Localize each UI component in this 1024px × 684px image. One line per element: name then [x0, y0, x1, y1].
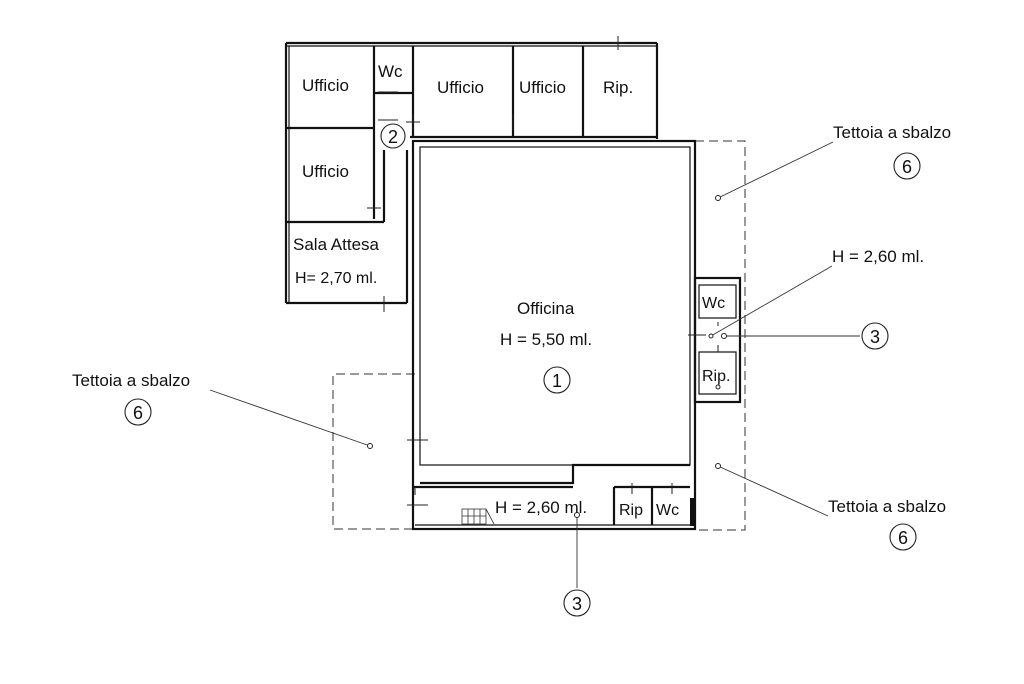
door-ticks [367, 36, 719, 506]
marker-6-top-right: 6 [893, 152, 921, 180]
room-label-officina: Officina [517, 299, 575, 318]
leaders [209, 141, 860, 588]
annotation-tettoia-bottom-right: Tettoia a sbalzo [828, 497, 946, 516]
marker-3-bottom-label: 3 [572, 594, 582, 614]
marker-6-left: 6 [124, 398, 152, 426]
room-label-rip-top: Rip. [603, 78, 633, 97]
marker-3-bottom: 3 [563, 589, 591, 617]
room-label-rip-right: Rip. [702, 368, 730, 385]
room-label-wc-right: Wc [702, 295, 725, 312]
officina-block [411, 139, 697, 531]
marker-6-left-label: 6 [133, 403, 143, 423]
marker-3-right: 3 [861, 322, 889, 350]
room-label-sala-attesa: Sala Attesa [293, 235, 380, 254]
marker-3-right-label: 3 [870, 327, 880, 347]
room-label-ufficio-3: Ufficio [519, 78, 566, 97]
annotation-tettoia-top-right: Tettoia a sbalzo [833, 123, 951, 142]
room-label-wc-top: Wc [378, 62, 403, 81]
annotation-height-right: H = 2,60 ml. [832, 247, 924, 266]
room-label-ufficio-1: Ufficio [302, 76, 349, 95]
height-label-officina: H = 5,50 ml. [500, 330, 592, 349]
office-block [284, 41, 659, 305]
room-label-rip-bottom: Rip [619, 502, 643, 519]
room-label-ufficio-4: Ufficio [302, 162, 349, 181]
room-label-ufficio-2: Ufficio [437, 78, 484, 97]
marker-6-bottom-right: 6 [889, 523, 917, 551]
marker-2-label: 2 [388, 127, 398, 147]
height-label-bottom-strip: H = 2,60 ml. [495, 498, 587, 517]
marker-1: 1 [543, 366, 571, 394]
height-label-sala-attesa: H= 2,70 ml. [295, 270, 377, 287]
canopy-outlines [332, 140, 746, 531]
annotation-tettoia-left: Tettoia a sbalzo [72, 371, 190, 390]
canopy-left [332, 373, 415, 530]
marker-6-bottom-right-label: 6 [898, 528, 908, 548]
marker-1-label: 1 [552, 371, 562, 391]
canopy-right [695, 140, 746, 531]
marker-6-top-right-label: 6 [902, 157, 912, 177]
stair-symbol [461, 508, 495, 525]
marker-2: 2 [380, 123, 406, 149]
room-label-wc-bottom: Wc [656, 502, 679, 519]
